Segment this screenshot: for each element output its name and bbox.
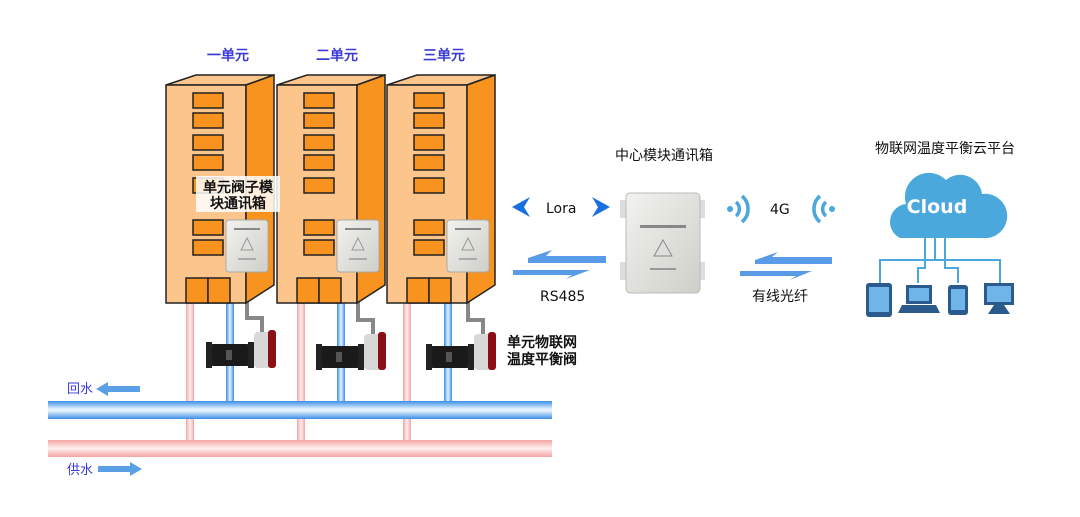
unit-valve-box-label-1: 单元阀子模	[203, 179, 274, 196]
laptop-icon	[898, 285, 940, 313]
cloud-label: Cloud	[907, 196, 968, 218]
cloud-platform-label: 物联网温度平衡云平台	[875, 141, 1015, 157]
unit-valve-label-2: 温度平衡阀	[507, 351, 577, 368]
cloud-icon	[890, 172, 1008, 238]
lora-label: Lora	[546, 201, 576, 217]
4g-signal-right-icon	[812, 194, 835, 224]
return-arrow-icon	[96, 382, 140, 396]
valve-2	[316, 332, 386, 370]
return-water-label: 回水	[67, 382, 93, 397]
unit-comm-box-2	[336, 219, 380, 273]
lora-left-arrow-icon	[512, 197, 530, 217]
monitor-icon	[984, 283, 1014, 314]
tablet-icon	[866, 283, 892, 317]
unit-valve-label-1: 单元物联网	[507, 334, 577, 351]
4g-signal-left-icon	[727, 194, 750, 224]
valve-3	[426, 332, 496, 370]
4g-label: 4G	[770, 202, 790, 218]
return-main-pipe	[48, 401, 552, 419]
unit-label-2: 二单元	[316, 47, 358, 64]
unit-label-3: 三单元	[423, 47, 465, 64]
phone-icon	[948, 285, 968, 315]
lora-right-arrow-icon	[592, 197, 610, 217]
supply-main-pipe	[48, 440, 552, 457]
rs485-label: RS485	[540, 289, 585, 305]
center-comm-box	[620, 192, 705, 294]
valve-1	[206, 330, 276, 368]
center-box-label: 中心模块通讯箱	[615, 148, 713, 164]
unit-comm-box-1	[225, 219, 269, 273]
cloud-connection-lines	[879, 238, 1001, 283]
rs485-arrows-icon	[513, 250, 606, 279]
fiber-label: 有线光纤	[752, 289, 808, 305]
unit-valve-box-label-2: 块通讯箱	[210, 195, 266, 212]
unit-label-1: 一单元	[207, 47, 249, 64]
unit-comm-box-3	[446, 219, 490, 273]
fiber-arrows-icon	[740, 252, 832, 280]
supply-water-label: 供水	[67, 463, 93, 478]
supply-arrow-icon	[98, 462, 142, 476]
